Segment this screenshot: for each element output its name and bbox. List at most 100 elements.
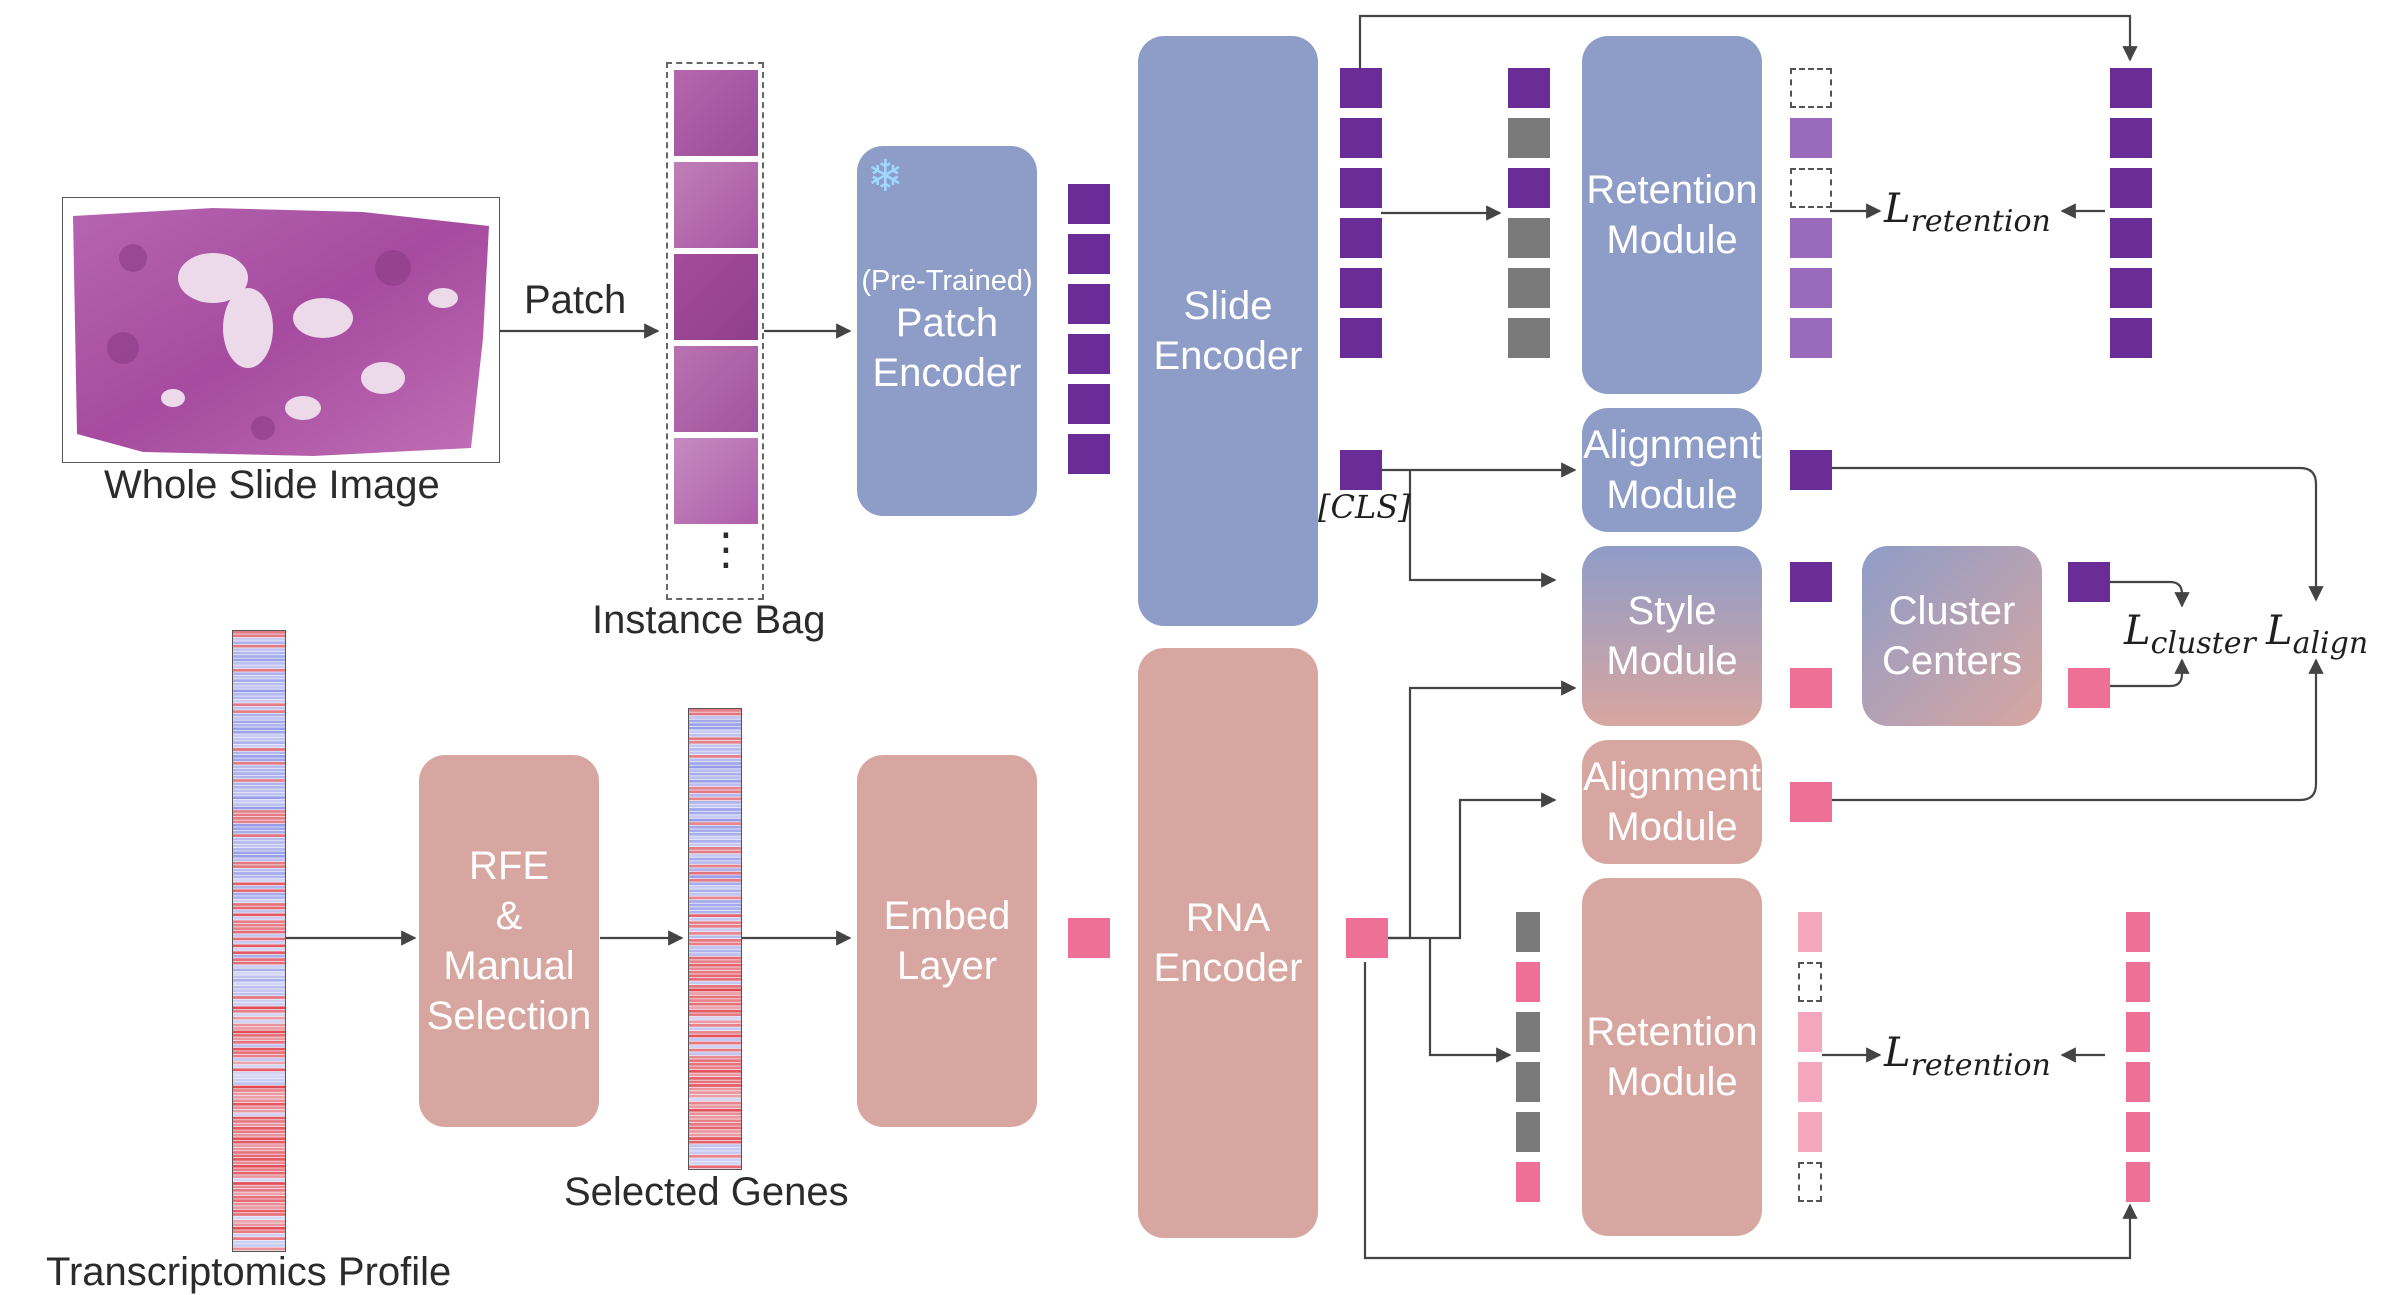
gene-expression-band: [233, 758, 285, 762]
gene-expression-band: [689, 747, 741, 751]
reconstructed-rna-token: [1798, 962, 1822, 1002]
gene-expression-band: [233, 796, 285, 800]
instance-bag-label: Instance Bag: [592, 598, 826, 642]
gene-expression-band: [689, 818, 741, 822]
gene-expression-band: [233, 1133, 285, 1137]
gene-expression-band: [689, 878, 741, 882]
patch-embedding-token: [1068, 434, 1110, 474]
gene-expression-band: [233, 975, 285, 979]
reconstructed-rna-token: [1798, 1112, 1822, 1152]
gene-expression-band: [689, 1077, 741, 1080]
style-module: Style Module: [1582, 546, 1762, 726]
slide-encoder-line1: Slide: [1183, 284, 1273, 328]
bag-ellipsis: ⋮: [704, 525, 748, 574]
gene-expression-band: [233, 1061, 285, 1065]
gene-expression-band: [233, 954, 285, 958]
alignment-top-line2: Module: [1606, 473, 1738, 517]
gene-expression-band: [689, 1130, 741, 1133]
gene-expression-band: [233, 806, 285, 810]
gene-expression-band: [689, 836, 741, 840]
gene-expression-band: [689, 1084, 741, 1087]
retention-bottom-line1: Retention: [1586, 1010, 1758, 1054]
gene-expression-band: [233, 916, 285, 920]
target-rna-token: [2126, 912, 2150, 952]
gene-expression-band: [233, 1023, 285, 1027]
gene-expression-band: [233, 858, 285, 862]
gene-expression-band: [689, 716, 741, 719]
gene-expression-band: [689, 1105, 741, 1109]
gene-expression-band: [233, 999, 285, 1003]
gene-expression-band: [233, 672, 285, 676]
gene-expression-band: [233, 941, 285, 944]
gene-expression-band: [233, 1009, 285, 1013]
gene-expression-band: [233, 717, 285, 720]
gene-expression-band: [689, 942, 741, 946]
arrow-rna-to-retention-tokens: [1428, 938, 1512, 1063]
gene-expression-band: [233, 1113, 285, 1116]
gene-expression-band: [689, 804, 741, 808]
gene-expression-band: [233, 930, 285, 934]
gene-expression-band: [689, 1126, 741, 1130]
gene-expression-band: [233, 1164, 285, 1168]
gene-expression-band: [233, 1216, 285, 1220]
gene-expression-band: [689, 1066, 741, 1070]
gene-expression-band: [233, 1175, 285, 1178]
retention-top-line2: Module: [1606, 218, 1738, 262]
masked-slide-token: [1508, 168, 1550, 208]
gene-expression-band: [233, 1106, 285, 1110]
masked-rna-token: [1516, 1162, 1540, 1202]
gene-expression-band: [233, 765, 285, 769]
loss-align: Lalign: [2266, 608, 2368, 661]
gene-expression-band: [233, 1099, 285, 1103]
patch-encoder: ❄ (Pre-Trained) Patch Encoder: [857, 146, 1037, 516]
gene-expression-band: [233, 686, 285, 689]
gene-expression-band: [689, 1023, 741, 1027]
masked-rna-token: [1516, 1062, 1540, 1102]
gene-expression-band: [233, 989, 285, 992]
target-rna-token: [2126, 1112, 2150, 1152]
loss-subscript: retention: [1910, 1048, 2051, 1083]
gene-expression-band: [233, 1085, 285, 1089]
gene-expression-band: [233, 641, 285, 645]
gene-expression-band: [233, 854, 285, 858]
gene-expression-band: [233, 713, 285, 717]
gene-expression-band: [689, 981, 741, 985]
rfe-line4: Selection: [426, 994, 592, 1038]
gene-expression-band: [689, 1062, 741, 1066]
gene-expression-band: [233, 947, 285, 951]
gene-expression-band: [689, 889, 741, 893]
bag-patch: [674, 70, 758, 156]
gene-expression-band: [689, 931, 741, 935]
gene-expression-band: [233, 1182, 285, 1185]
gene-expression-band: [233, 913, 285, 917]
gene-expression-band: [689, 1034, 741, 1038]
gene-expression-band: [689, 928, 741, 932]
gene-expression-band: [689, 1094, 741, 1098]
reconstructed-slide-token: [1790, 318, 1832, 358]
gene-expression-band: [689, 1052, 741, 1056]
gene-expression-band: [233, 820, 285, 824]
gene-expression-band: [689, 868, 741, 872]
gene-expression-band: [689, 854, 741, 857]
gene-expression-band: [689, 871, 741, 875]
gene-expression-band: [689, 762, 741, 765]
gene-expression-band: [233, 923, 285, 927]
gene-expression-band: [689, 917, 741, 921]
gene-expression-band: [689, 956, 741, 960]
reconstructed-rna-token: [1798, 1062, 1822, 1102]
gene-expression-band: [689, 988, 741, 992]
rna-token: [1346, 918, 1388, 958]
gene-expression-band: [233, 1058, 285, 1061]
gene-expression-band: [689, 1080, 741, 1084]
gene-expression-band: [689, 719, 741, 723]
rna-style-output: [1790, 668, 1832, 708]
gene-expression-band: [233, 1158, 285, 1161]
target-slide-token: [2110, 318, 2152, 358]
reconstructed-rna-token: [1798, 912, 1822, 952]
gene-expression-band: [233, 899, 285, 903]
gene-expression-band: [233, 1027, 285, 1030]
patch-arrow-label: Patch: [524, 278, 627, 322]
selected-genes-strip: [688, 708, 742, 1170]
